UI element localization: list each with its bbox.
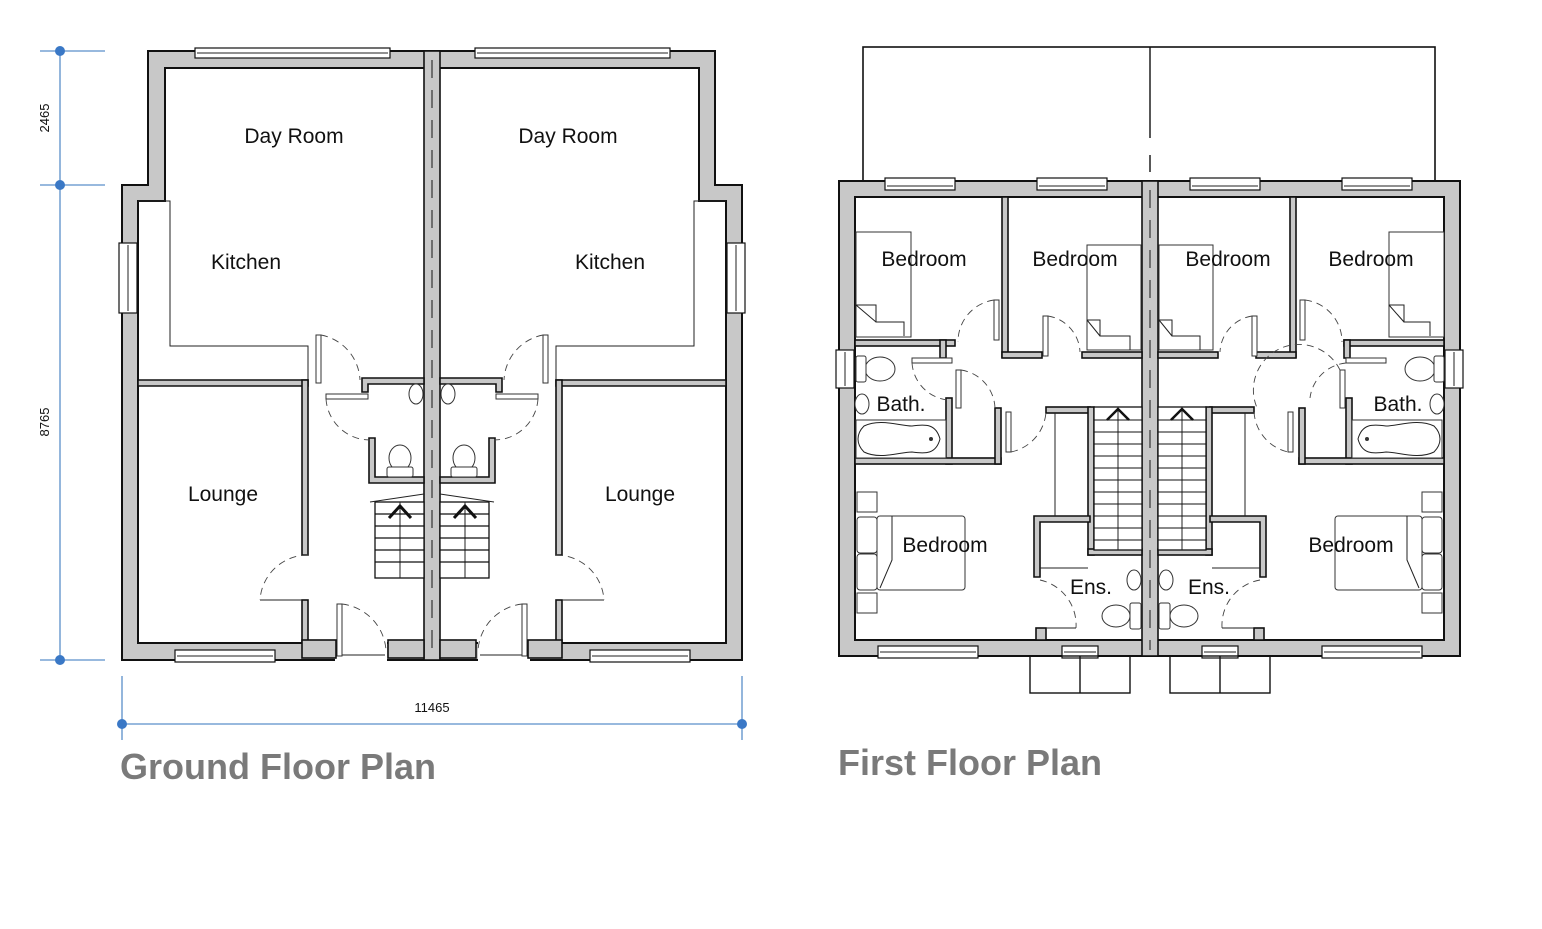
room-label-bedroom: Bedroom (1185, 248, 1270, 271)
ground-floor-title: Ground Floor Plan (120, 746, 436, 787)
dimension-lines (40, 46, 747, 740)
ground-party-wall (423, 50, 441, 661)
first-rear-windows (884, 177, 1413, 191)
roof-outline (862, 46, 1436, 182)
room-label-kitchen: Kitchen (575, 251, 645, 274)
dimension-label-main-depth: 8765 (37, 408, 52, 437)
room-label-lounge: Lounge (188, 483, 258, 506)
room-label-bedroom: Bedroom (881, 248, 966, 271)
room-label-bedroom: Bedroom (1328, 248, 1413, 271)
room-label-ensuite: Ens. (1188, 576, 1230, 599)
dimension-label-overall-width: 11465 (414, 700, 449, 715)
room-label-ensuite: Ens. (1070, 576, 1112, 599)
room-label-bath: Bath. (876, 393, 925, 416)
first-door-swings (911, 299, 1387, 629)
first-stairs (1040, 406, 1260, 569)
ground-floor-plan: Day Room Day Room Kitchen Kitchen Lounge… (37, 46, 747, 740)
room-label-day-room: Day Room (244, 125, 343, 148)
first-floor-title: First Floor Plan (838, 742, 1103, 783)
room-label-bedroom: Bedroom (1308, 534, 1393, 557)
ground-stairs (369, 493, 495, 579)
first-floor-plan: Bedroom Bedroom Bedroom Bedroom Bedroom … (835, 46, 1464, 694)
room-label-bath: Bath. (1373, 393, 1422, 416)
first-furniture (854, 231, 1445, 630)
room-label-day-room: Day Room (518, 125, 617, 148)
dimension-label-rear-projection: 2465 (37, 104, 52, 133)
room-label-lounge: Lounge (605, 483, 675, 506)
room-label-kitchen: Kitchen (211, 251, 281, 274)
room-label-bedroom: Bedroom (1032, 248, 1117, 271)
room-label-bedroom: Bedroom (902, 534, 987, 557)
